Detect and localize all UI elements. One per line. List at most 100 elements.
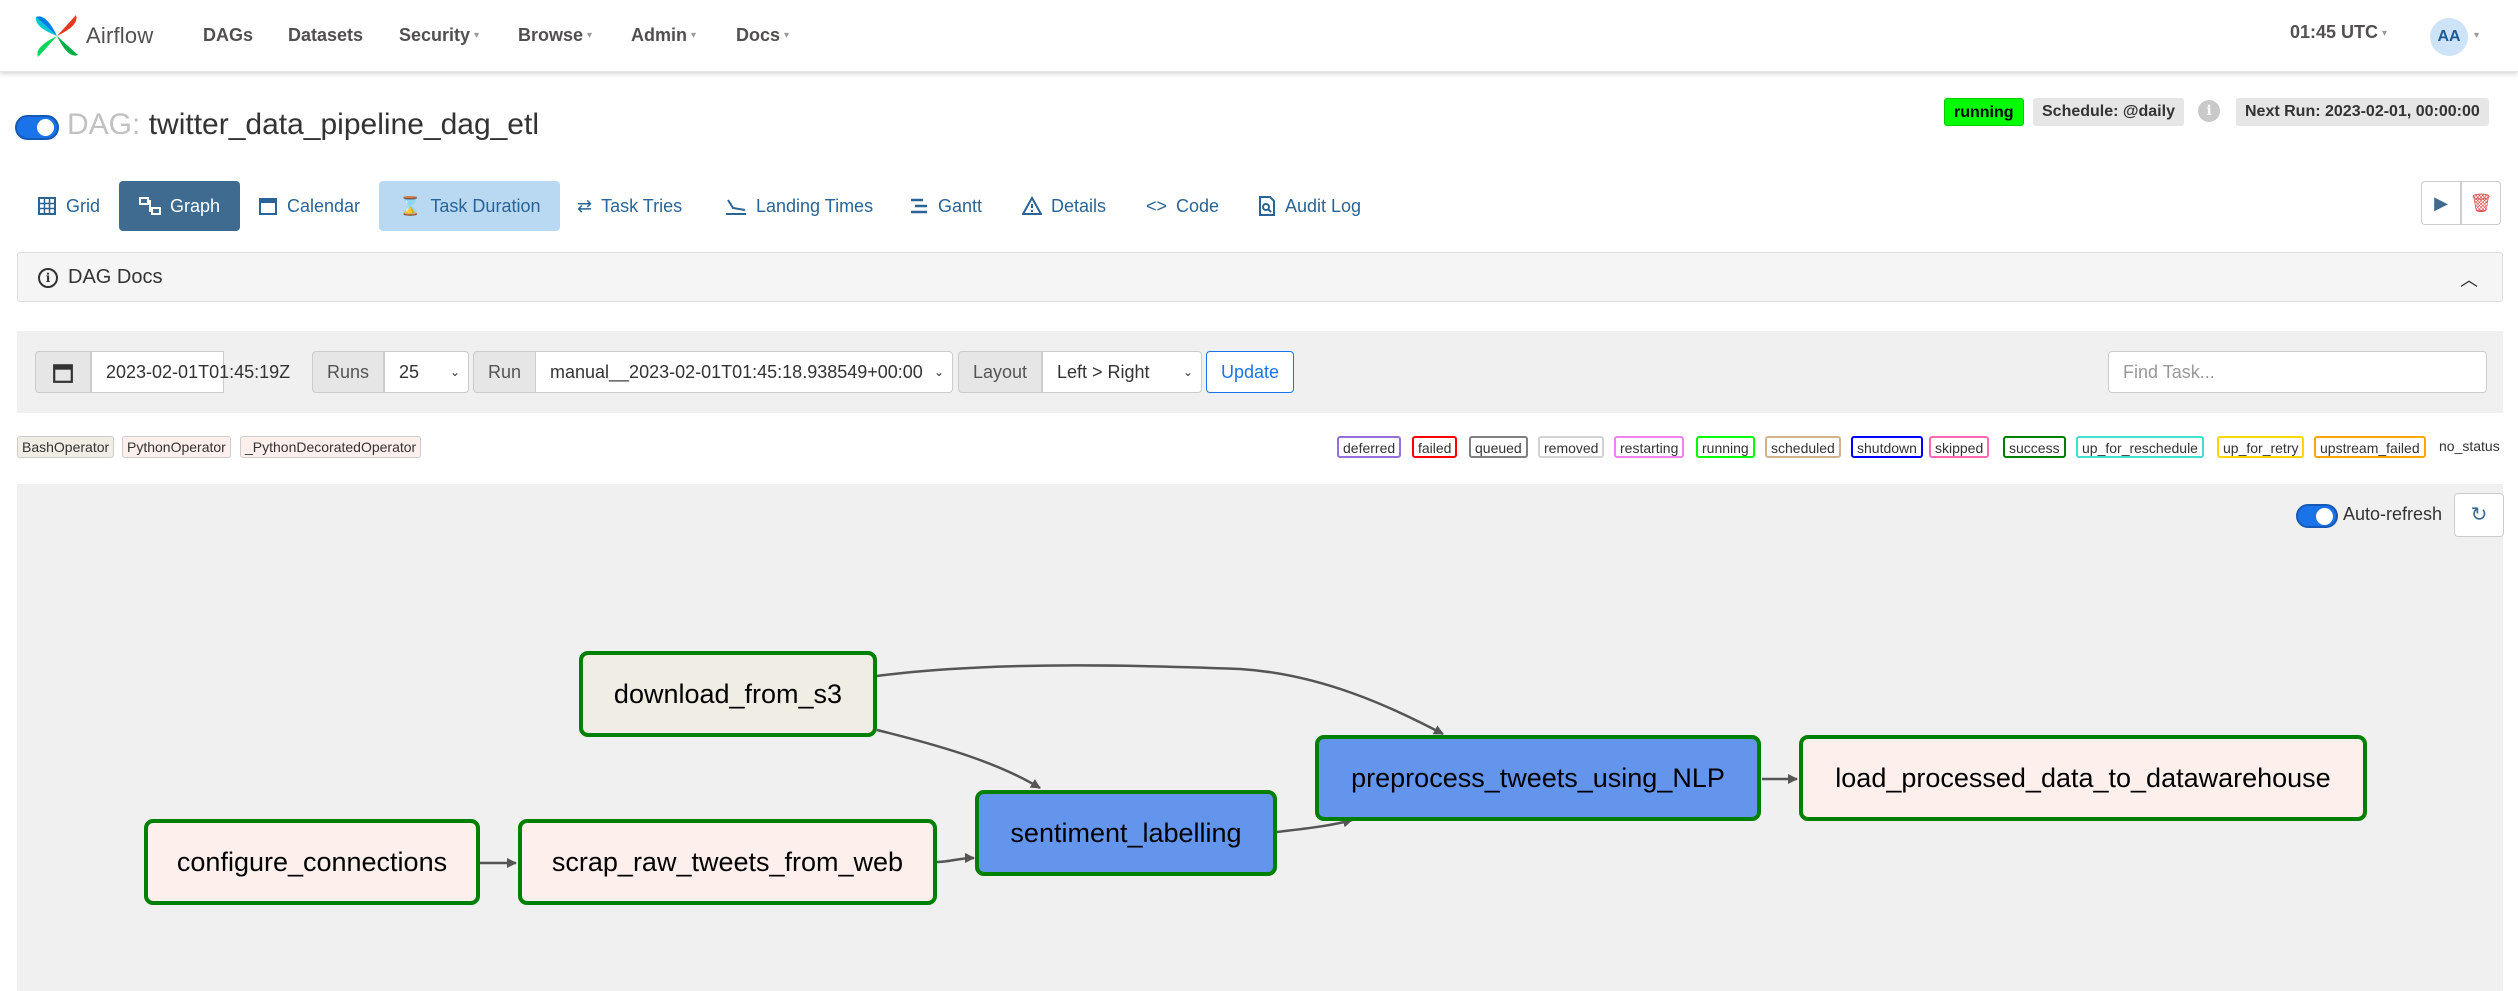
delete-dag-button[interactable]: 🗑	[2461, 181, 2501, 225]
info-icon[interactable]: i	[2198, 100, 2220, 122]
status-legend-running[interactable]: running	[1696, 436, 1755, 458]
operator-legend-python: PythonOperator	[122, 436, 231, 458]
status-legend-scheduled[interactable]: scheduled	[1765, 436, 1841, 458]
gantt-icon	[911, 198, 927, 214]
update-button[interactable]: Update	[1206, 351, 1295, 393]
nav-security[interactable]: Security▾	[399, 22, 479, 48]
tab-calendar[interactable]: Calendar	[238, 181, 380, 231]
chevron-down-icon: ⌄	[449, 365, 460, 379]
run-select[interactable]: manual__2023-02-01T01:45:18.938549+00:00…	[535, 351, 953, 393]
chevron-down-icon: ▾	[2382, 27, 2388, 39]
status-legend-up-for-retry[interactable]: up_for_retry	[2217, 436, 2305, 458]
dag-title-label: DAG:	[67, 108, 141, 141]
tab-label: Landing Times	[756, 196, 874, 216]
tab-label: Grid	[66, 196, 101, 216]
graph-icon	[139, 197, 161, 215]
nav-label: Security	[399, 25, 471, 45]
task-node-preprocess-tweets[interactable]: preprocess_tweets_using_NLP	[1315, 735, 1761, 821]
trash-icon: 🗑	[2469, 193, 2493, 213]
tab-gantt[interactable]: Gantt	[889, 181, 1002, 231]
nav-label: DAGs	[203, 25, 254, 45]
chevron-down-icon: ▾	[587, 30, 593, 42]
status-legend-removed[interactable]: removed	[1538, 436, 1605, 458]
tab-code[interactable]: <> Code	[1126, 181, 1239, 231]
audit-icon	[1259, 196, 1275, 216]
tab-label: Graph	[170, 196, 221, 216]
refresh-icon: ↻	[2470, 504, 2488, 526]
user-avatar[interactable]: AA	[2430, 18, 2468, 56]
chevron-up-icon[interactable]: ︿	[2460, 270, 2478, 290]
operator-legend-bash: BashOperator	[17, 436, 115, 458]
operator-legend-python-decorated: _PythonDecoratedOperator	[240, 436, 422, 458]
runs-select[interactable]: 25 ⌄	[384, 351, 469, 393]
status-legend-failed[interactable]: failed	[1412, 436, 1458, 458]
run-value: manual__2023-02-01T01:45:18.938549+00:00	[550, 362, 923, 382]
retry-icon: ⇄	[577, 196, 593, 216]
status-legend-queued[interactable]: queued	[1469, 436, 1528, 458]
layout-select[interactable]: Left > Right ⌄	[1042, 351, 1202, 393]
graph-filter-bar: 2023-02-01T01:45:19Z Runs 25⌄ Run manual…	[17, 331, 2503, 413]
status-legend-restarting[interactable]: restarting	[1614, 436, 1685, 458]
warning-icon	[1022, 196, 1042, 215]
tab-task-tries[interactable]: ⇄ Task Tries	[557, 181, 702, 231]
nav-docs[interactable]: Docs▾	[736, 22, 789, 48]
tab-label: Task Duration	[430, 196, 541, 216]
hourglass-icon: ⌛	[399, 196, 422, 216]
nav-admin[interactable]: Admin▾	[631, 22, 696, 48]
tab-landing-times[interactable]: Landing Times	[705, 181, 893, 231]
tab-audit-log[interactable]: Audit Log	[1238, 181, 1381, 231]
status-legend-skipped[interactable]: skipped	[1929, 436, 1990, 458]
tab-graph[interactable]: Graph	[119, 181, 241, 231]
tab-label: Task Tries	[601, 196, 683, 216]
chevron-down-icon: ▾	[691, 30, 697, 42]
dag-state-badge: running	[1944, 98, 2024, 126]
tab-task-duration[interactable]: ⌛ Task Duration	[379, 181, 561, 231]
landing-icon	[726, 199, 746, 215]
status-legend-success[interactable]: success	[2003, 436, 2066, 458]
nav-datasets[interactable]: Datasets	[288, 22, 363, 48]
nav-label: Browse	[518, 25, 584, 45]
status-legend-up-for-reschedule[interactable]: up_for_reschedule	[2076, 436, 2204, 458]
calendar-icon	[259, 198, 277, 215]
task-node-configure-connections[interactable]: configure_connections	[144, 819, 480, 905]
calendar-icon[interactable]	[35, 351, 91, 393]
tab-label: Code	[1176, 196, 1220, 216]
nav-label: Datasets	[288, 25, 364, 45]
runs-value: 25	[399, 362, 420, 382]
dag-name: twitter_data_pipeline_dag_etl	[148, 108, 539, 141]
airflow-logo[interactable]: Airflow	[32, 8, 153, 64]
task-node-download-from-s3[interactable]: download_from_s3	[579, 651, 877, 737]
trigger-dag-button[interactable]: ▶	[2421, 181, 2461, 225]
nav-dags[interactable]: DAGs	[203, 22, 253, 48]
task-node-sentiment-labelling[interactable]: sentiment_labelling	[975, 790, 1277, 876]
find-task-input[interactable]: Find Task...	[2108, 351, 2487, 393]
status-legend-shutdown[interactable]: shutdown	[1851, 436, 1923, 458]
task-node-scrap-raw-tweets[interactable]: scrap_raw_tweets_from_web	[518, 819, 937, 905]
base-date-input[interactable]: 2023-02-01T01:45:19Z	[91, 351, 290, 393]
auto-refresh-toggle[interactable]	[2296, 504, 2338, 528]
chevron-down-icon: ⌄	[1182, 365, 1193, 379]
tab-details[interactable]: Details	[1002, 181, 1126, 231]
status-legend-no-status[interactable]: no_status	[2439, 438, 2500, 454]
tab-label: Audit Log	[1285, 196, 1362, 216]
chevron-down-icon: ▾	[2474, 30, 2480, 41]
timezone-dropdown[interactable]: 01:45 UTC▾	[2290, 22, 2387, 43]
layout-label: Layout	[958, 351, 1043, 393]
status-legend-upstream-failed[interactable]: upstream_failed	[2314, 436, 2426, 458]
schedule-badge: Schedule: @daily	[2033, 98, 2184, 126]
layout-value: Left > Right	[1057, 362, 1150, 382]
current-time: 01:45 UTC	[2290, 22, 2379, 42]
tab-label: Gantt	[938, 196, 983, 216]
chevron-down-icon: ▾	[784, 30, 790, 42]
tab-grid[interactable]: Grid	[17, 181, 120, 231]
refresh-button[interactable]: ↻	[2454, 493, 2504, 537]
top-navbar: Airflow DAGs Datasets Security▾ Browse▾ …	[0, 0, 2518, 72]
task-node-load-processed-data[interactable]: load_processed_data_to_datawarehouse	[1799, 735, 2367, 821]
info-icon: i	[38, 268, 58, 288]
dag-pause-toggle[interactable]	[15, 115, 59, 140]
next-run-badge: Next Run: 2023-02-01, 00:00:00	[2236, 98, 2489, 126]
dag-docs-panel[interactable]: i DAG Docs ︿	[17, 252, 2503, 302]
nav-browse[interactable]: Browse▾	[518, 22, 592, 48]
tab-label: Calendar	[287, 196, 361, 216]
status-legend-deferred[interactable]: deferred	[1337, 436, 1402, 458]
